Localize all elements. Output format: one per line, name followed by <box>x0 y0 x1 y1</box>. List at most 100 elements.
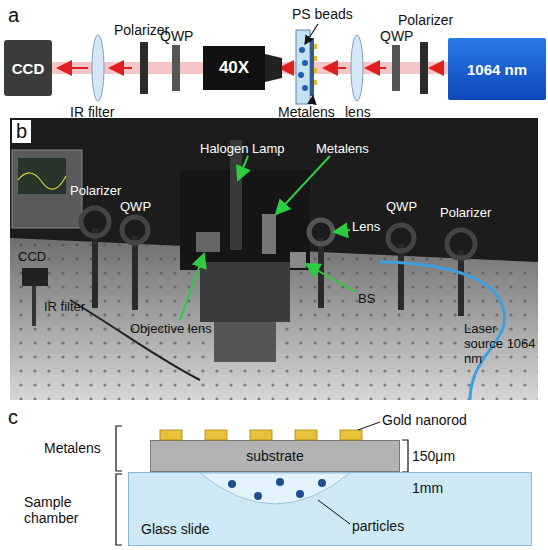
beam-splitter <box>290 252 306 268</box>
beam-arrow <box>60 67 88 69</box>
nanorod <box>160 430 182 440</box>
nanorod <box>314 80 317 85</box>
objective-box: 40X <box>203 46 265 90</box>
leader-arrow <box>276 156 330 214</box>
nanorod <box>250 430 272 440</box>
ps-bead <box>299 47 305 53</box>
xyz-stage <box>200 262 290 322</box>
objective-nose <box>265 54 282 82</box>
photo-label: Metalens <box>316 142 369 157</box>
part-label: PS beads <box>292 6 353 22</box>
ps-bead <box>302 85 308 91</box>
dimension-label: 150μm <box>412 448 455 464</box>
focusing-lens <box>351 35 363 101</box>
leader-arrow <box>334 230 350 232</box>
dimension-bracket <box>402 440 408 472</box>
node-text: CCD <box>12 60 45 77</box>
ps-bead <box>298 72 304 78</box>
liquid-droplet <box>200 473 350 504</box>
microscope-frame <box>180 170 310 270</box>
leader-arrow <box>306 264 356 292</box>
node-text: 40X <box>219 58 249 78</box>
ir-filter-lens <box>92 35 104 101</box>
nanorod <box>295 430 317 440</box>
particle <box>296 490 304 498</box>
photo-label: QWP <box>386 200 417 215</box>
nanorod <box>314 44 317 49</box>
objective-photo <box>196 232 220 252</box>
node-text: substrate <box>246 448 304 464</box>
nanorod <box>314 56 317 61</box>
stage-base <box>214 322 276 362</box>
post <box>32 286 36 326</box>
part-label: lens <box>345 104 371 120</box>
nanorod <box>340 430 362 440</box>
photo-label: Halogen Lamp <box>200 142 285 157</box>
gold-nanorods <box>160 430 362 440</box>
part-label: Metalens <box>278 104 335 120</box>
glass-slide: Glass slide <box>128 472 532 546</box>
part-label: QWP <box>160 28 193 44</box>
particle <box>276 478 284 486</box>
camera-box: CCD <box>4 40 52 96</box>
particle <box>228 480 236 488</box>
beam-arrow <box>432 67 444 69</box>
photo-label: BS <box>358 292 375 307</box>
bracket-label: Metalens <box>44 440 101 456</box>
part-label: QWP <box>380 28 413 44</box>
photo-label: Laser source 1064 nm <box>464 322 536 367</box>
nanorod <box>314 68 317 73</box>
nanorod <box>205 430 227 440</box>
node-text: 1064 nm <box>467 61 527 78</box>
post <box>398 244 404 310</box>
photo-label: Objective lens <box>130 322 212 337</box>
scope-trace <box>18 173 66 189</box>
substrate-layer: substrate <box>150 440 400 472</box>
leader-line <box>358 422 380 430</box>
polarizer-plate <box>140 42 148 94</box>
photo-label: IR filter <box>44 300 85 315</box>
metalens-holder <box>262 214 276 254</box>
leader-line <box>305 24 318 44</box>
photo-label: CCD <box>18 250 46 265</box>
node-text: Glass slide <box>141 521 209 537</box>
particles-group <box>228 478 326 500</box>
panel-letter: b <box>12 120 31 143</box>
photo-label: Polarizer <box>70 184 121 199</box>
metalens-nanorods <box>314 44 317 85</box>
bracket-label: Sample chamber <box>24 494 104 526</box>
dimension-label: 1mm <box>412 480 443 496</box>
optical-table <box>10 238 538 400</box>
part-label: IR filter <box>70 104 114 120</box>
qwp-mount <box>388 225 414 251</box>
part-label: Gold nanorod <box>382 412 467 428</box>
camera-cable <box>70 300 200 380</box>
lens-mount <box>309 220 333 244</box>
polarizer-plate <box>420 42 428 94</box>
photo-background <box>10 118 538 400</box>
beam-arrow <box>326 67 346 69</box>
metalens-substrate <box>310 38 314 96</box>
scope-screen <box>18 158 66 194</box>
particle <box>254 492 262 500</box>
post <box>132 236 138 310</box>
photo-label: Polarizer <box>440 206 491 221</box>
sample-chamber <box>296 30 310 104</box>
ccd-camera-photo <box>22 268 48 286</box>
ps-bead <box>302 60 308 66</box>
beam-arrow <box>112 67 132 69</box>
table-holes <box>10 238 538 400</box>
bracket <box>116 426 122 471</box>
panel-letter: a <box>8 4 19 27</box>
qwp-plate <box>172 45 180 91</box>
particle <box>318 479 326 487</box>
halogen-lamp-arm <box>230 140 242 250</box>
bracket <box>116 474 122 545</box>
beam-arrow <box>368 67 386 69</box>
leader-arrow <box>180 254 204 320</box>
qwp-mount <box>122 217 148 243</box>
leader-line <box>312 96 313 104</box>
